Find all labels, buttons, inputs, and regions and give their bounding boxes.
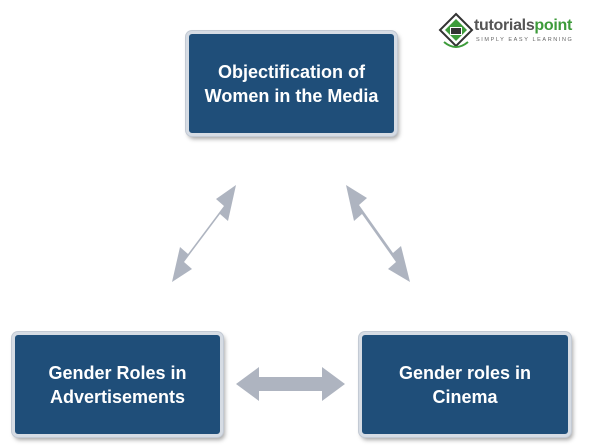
logo-tagline: SIMPLY EASY LEARNING — [476, 37, 574, 43]
node-advertisements: Gender Roles in Advertisements — [12, 332, 223, 437]
node-cinema-label: Gender roles in Cinema — [398, 362, 532, 407]
node-objectification: Objectification of Women in the Media — [186, 31, 397, 136]
tutorialspoint-logo-icon — [438, 12, 474, 48]
tutorialspoint-logo: tutorialspoint SIMPLY EASY LEARNING — [438, 12, 583, 52]
arrow-top-right — [346, 185, 410, 282]
arrow-top-left — [172, 185, 236, 282]
node-advertisements-label: Gender Roles in Advertisements — [48, 362, 187, 407]
arrow-left-right — [236, 367, 345, 401]
logo-wordmark: tutorialspoint — [474, 17, 572, 35]
logo-word-tutorials: tutorials — [474, 17, 535, 34]
node-objectification-label: Objectification of Women in the Media — [204, 61, 379, 106]
node-cinema: Gender roles in Cinema — [359, 332, 571, 437]
logo-word-point: point — [534, 17, 573, 34]
